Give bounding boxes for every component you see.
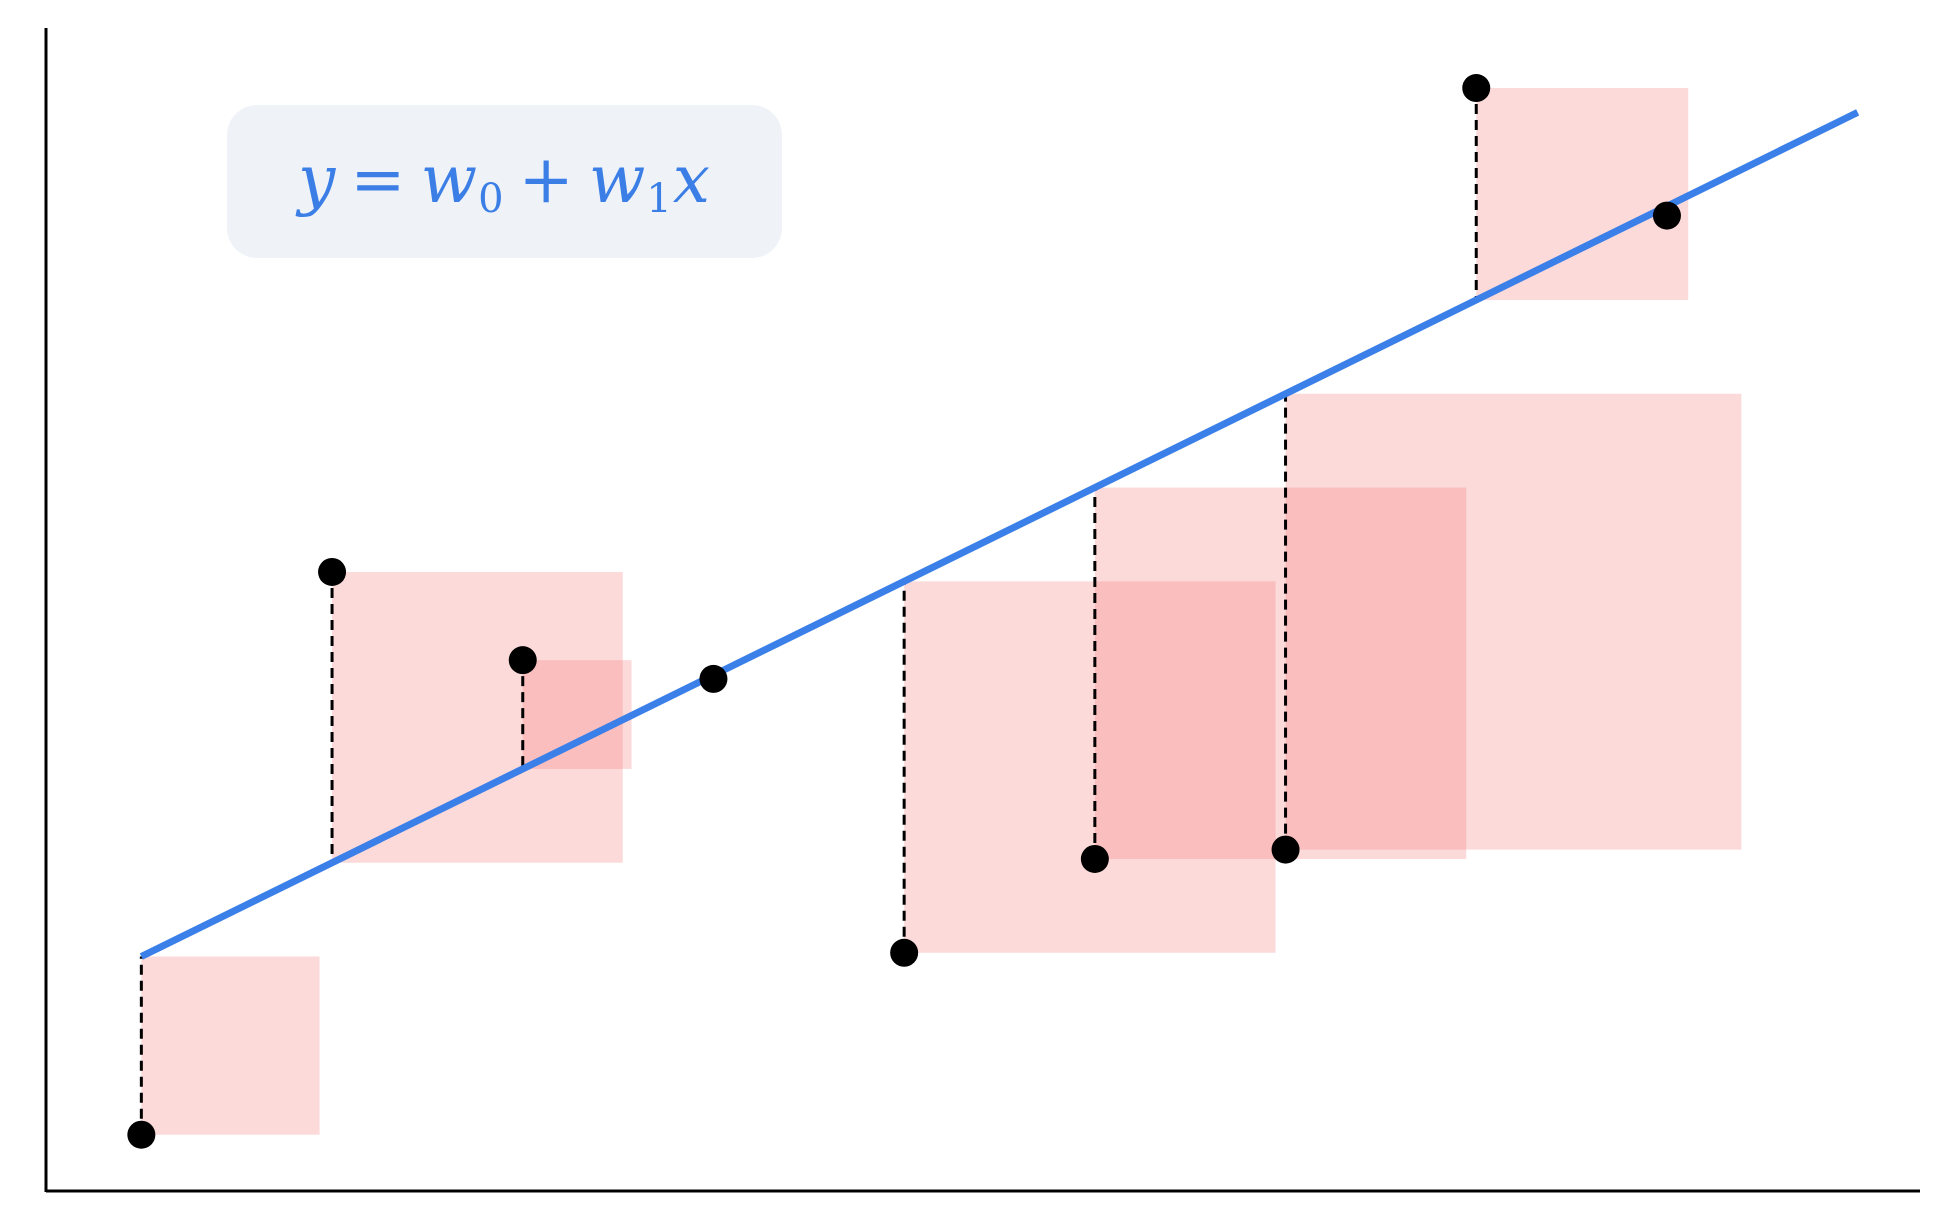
formula: y=w0+w1x bbox=[298, 141, 711, 222]
data-point bbox=[1080, 844, 1109, 873]
axes bbox=[44, 28, 1920, 1193]
formula-plus: + bbox=[518, 141, 575, 218]
formula-w0-subscript: 0 bbox=[478, 176, 505, 222]
residual-square bbox=[141, 956, 320, 1135]
data-points bbox=[127, 74, 1681, 1149]
formula-x: x bbox=[672, 141, 712, 218]
residual-square bbox=[1094, 487, 1467, 859]
data-point bbox=[1271, 835, 1300, 864]
data-point bbox=[1462, 74, 1491, 103]
formula-w1-subscript: 1 bbox=[646, 176, 673, 222]
data-point bbox=[127, 1120, 156, 1149]
formula-w0: w bbox=[420, 141, 479, 218]
data-point bbox=[890, 938, 919, 967]
residual-square bbox=[904, 581, 1276, 953]
data-point bbox=[508, 646, 537, 675]
data-point bbox=[699, 664, 728, 693]
formula-box: y=w0+w1x bbox=[227, 105, 782, 258]
residual-square bbox=[1285, 393, 1742, 850]
data-point bbox=[1652, 201, 1681, 230]
residual-square bbox=[1476, 88, 1689, 300]
residual-square bbox=[522, 660, 632, 769]
residual-lines bbox=[139, 88, 1669, 1135]
fit-line bbox=[139, 109, 1860, 960]
data-point bbox=[318, 557, 347, 586]
formula-y: y bbox=[297, 141, 337, 218]
residual-squares bbox=[141, 88, 1742, 1135]
formula-equals: = bbox=[350, 141, 407, 218]
formula-w1: w bbox=[588, 141, 647, 218]
residual-square bbox=[332, 571, 623, 863]
